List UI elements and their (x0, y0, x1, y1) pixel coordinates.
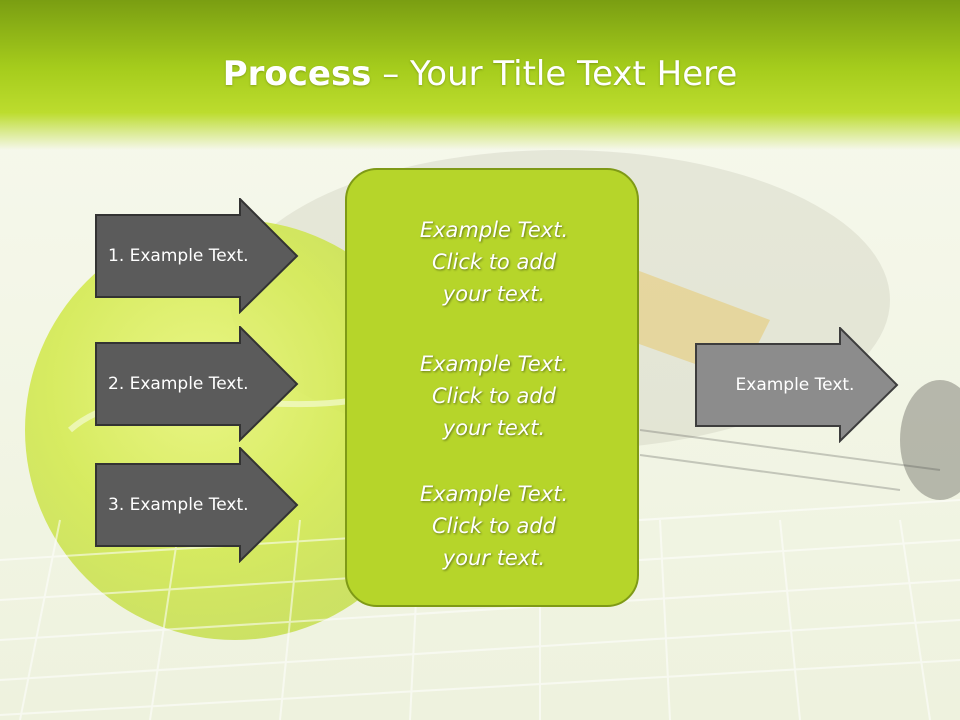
input-arrow-1[interactable]: 1. Example Text. (95, 198, 299, 314)
input-arrow-label: 2. Example Text. (108, 374, 249, 394)
center-process-box[interactable]: Example Text. Click to add your text. Ex… (345, 168, 639, 607)
input-arrow-label: 3. Example Text. (108, 495, 249, 515)
title-rest: – Your Title Text Here (371, 54, 738, 94)
center-text-line: your text. (442, 282, 546, 306)
output-arrow-label: Example Text. (735, 375, 855, 395)
center-text-line: Example Text. (419, 482, 569, 506)
center-text-block-1[interactable]: Example Text. Click to add your text. (347, 214, 641, 310)
racket-frame-lines (639, 429, 941, 491)
racket-strings (0, 499, 960, 720)
arrow-right-icon (95, 326, 299, 442)
center-text-line: your text. (442, 546, 546, 570)
center-text-line: Click to add (431, 384, 556, 408)
center-text-block-2[interactable]: Example Text. Click to add your text. (347, 348, 641, 444)
input-arrow-2[interactable]: 2. Example Text. (95, 326, 299, 442)
output-arrow[interactable]: Example Text. (695, 327, 899, 443)
center-text-line: Example Text. (419, 218, 569, 242)
racket-handle-shape (900, 380, 960, 500)
center-text-line: Example Text. (419, 352, 569, 376)
arrow-right-icon (95, 198, 299, 314)
center-text-line: Click to add (431, 514, 556, 538)
center-text-line: Click to add (431, 250, 556, 274)
center-text-block-3[interactable]: Example Text. Click to add your text. (347, 478, 641, 574)
arrow-right-icon (695, 327, 899, 443)
title-bar (0, 0, 960, 150)
input-arrow-3[interactable]: 3. Example Text. (95, 447, 299, 563)
title-bold: Process (222, 54, 372, 94)
input-arrow-label: 1. Example Text. (108, 246, 249, 266)
arrow-right-icon (95, 447, 299, 563)
center-text-line: your text. (442, 416, 546, 440)
slide-title: Process – Your Title Text Here (0, 52, 960, 96)
